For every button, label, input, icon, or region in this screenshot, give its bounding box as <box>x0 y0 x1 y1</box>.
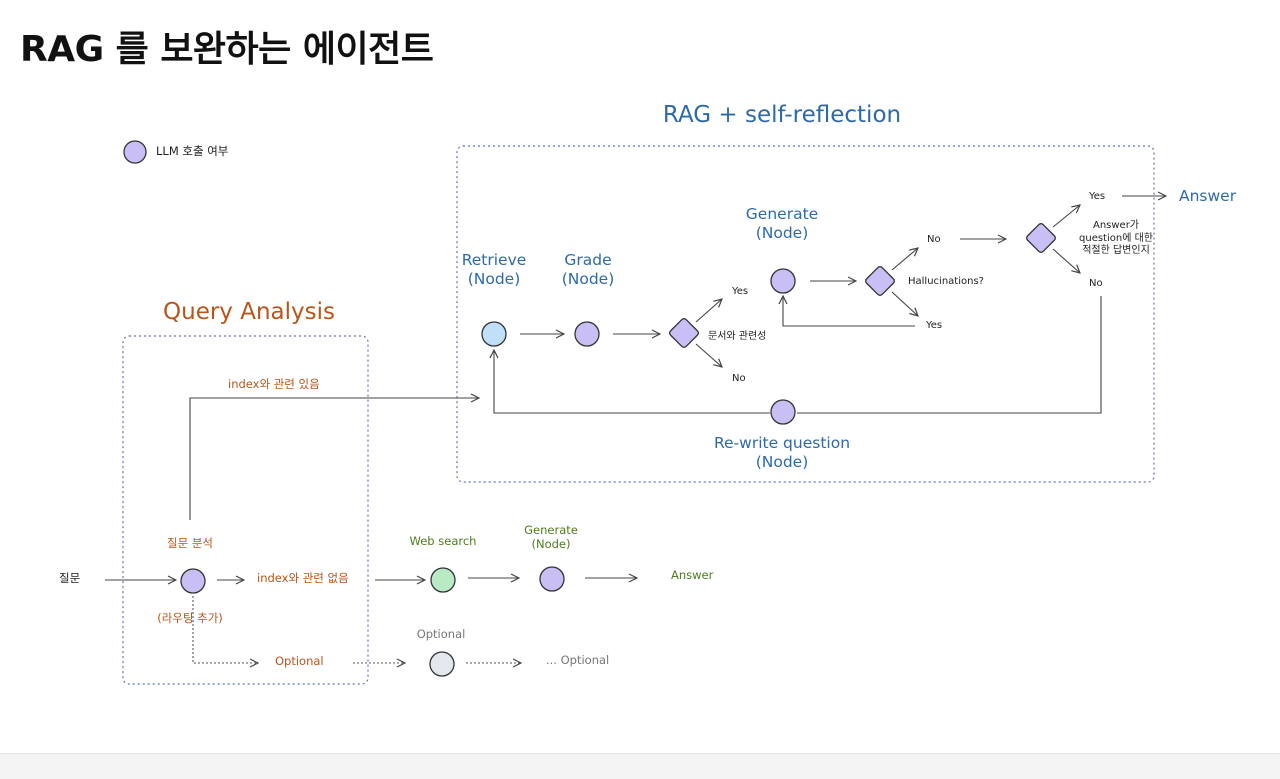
doc-relevance-no: No <box>732 373 746 384</box>
query-optional-label: Optional <box>275 654 324 668</box>
arrow-hallucination-no <box>891 248 918 271</box>
routing-label: (라우팅 추가) <box>157 611 223 625</box>
bottom-bar <box>0 753 1280 779</box>
query-analysis-box <box>122 335 369 685</box>
arrow-relevance-yes <box>695 299 722 323</box>
arrow-optional-route <box>192 596 258 663</box>
index-related-label: index와 관련 있음 <box>228 377 320 391</box>
arrow-relevance-no <box>695 343 722 367</box>
rag-section-title: RAG + self-reflection <box>662 102 902 128</box>
doc-relevance-yes: Yes <box>732 286 749 297</box>
analyze-label: 질문 분석 <box>167 536 213 550</box>
arrow-answer-yes <box>1052 205 1080 228</box>
arrow-index-related <box>189 398 479 520</box>
generate-node <box>770 268 796 294</box>
arrow-hallucination-yes <box>891 291 918 316</box>
generate-label: Generate (Node) <box>745 205 819 242</box>
legend-llm-node <box>123 140 147 164</box>
arrow-rewrite-to-retrieve <box>494 350 770 414</box>
retrieve-node <box>481 321 507 347</box>
query-section-title: Query Analysis <box>163 299 335 325</box>
arrow-answer-no <box>1052 248 1080 273</box>
rag-self-reflection-box <box>456 145 1155 483</box>
rewrite-question-label: Re-write question (Node) <box>713 434 851 471</box>
hallucination-diamond <box>865 266 895 296</box>
rag-agent-diagram <box>105 140 1280 685</box>
answer-check-no: No <box>1089 278 1103 289</box>
grade-node <box>574 321 600 347</box>
retrieve-label: Retrieve (Node) <box>461 251 527 288</box>
rewrite-question-node <box>770 399 796 425</box>
web-answer-label: Answer <box>671 568 714 582</box>
web-generate-label: Generate (Node) <box>524 523 578 551</box>
hallucinations-label: Hallucinations? <box>908 276 984 287</box>
arrow-no-loop-to-rewrite <box>797 296 1102 414</box>
web-search-node <box>430 567 456 593</box>
answer-check-label: Answer가 question에 대한 적절한 답변인지 <box>1079 220 1153 256</box>
doc-relevance-label: 문서와 관련성 <box>708 331 767 342</box>
doc-relevance-diamond <box>669 318 699 348</box>
question-label: 질문 <box>59 571 81 585</box>
web-generate-node <box>539 566 565 592</box>
answer-check-yes: Yes <box>1089 191 1106 202</box>
optional-node <box>429 651 455 677</box>
hallucination-no: No <box>927 234 941 245</box>
page-title: RAG 를 보완하는 에이전트 <box>20 29 434 70</box>
arrow-hallucination-yes-loop <box>783 296 915 327</box>
optional-node-label: Optional <box>416 627 466 641</box>
grade-label: Grade (Node) <box>561 251 615 288</box>
index-unrelated-label: index와 관련 없음 <box>257 571 349 585</box>
hallucination-yes: Yes <box>926 320 943 331</box>
optional-more-label: ... Optional <box>546 653 610 667</box>
query-analyze-node <box>180 568 206 594</box>
web-search-label: Web search <box>409 534 477 548</box>
answer-check-diamond <box>1026 223 1056 253</box>
legend-label: LLM 호출 여부 <box>156 144 229 158</box>
rag-answer-label: Answer <box>1179 187 1237 205</box>
